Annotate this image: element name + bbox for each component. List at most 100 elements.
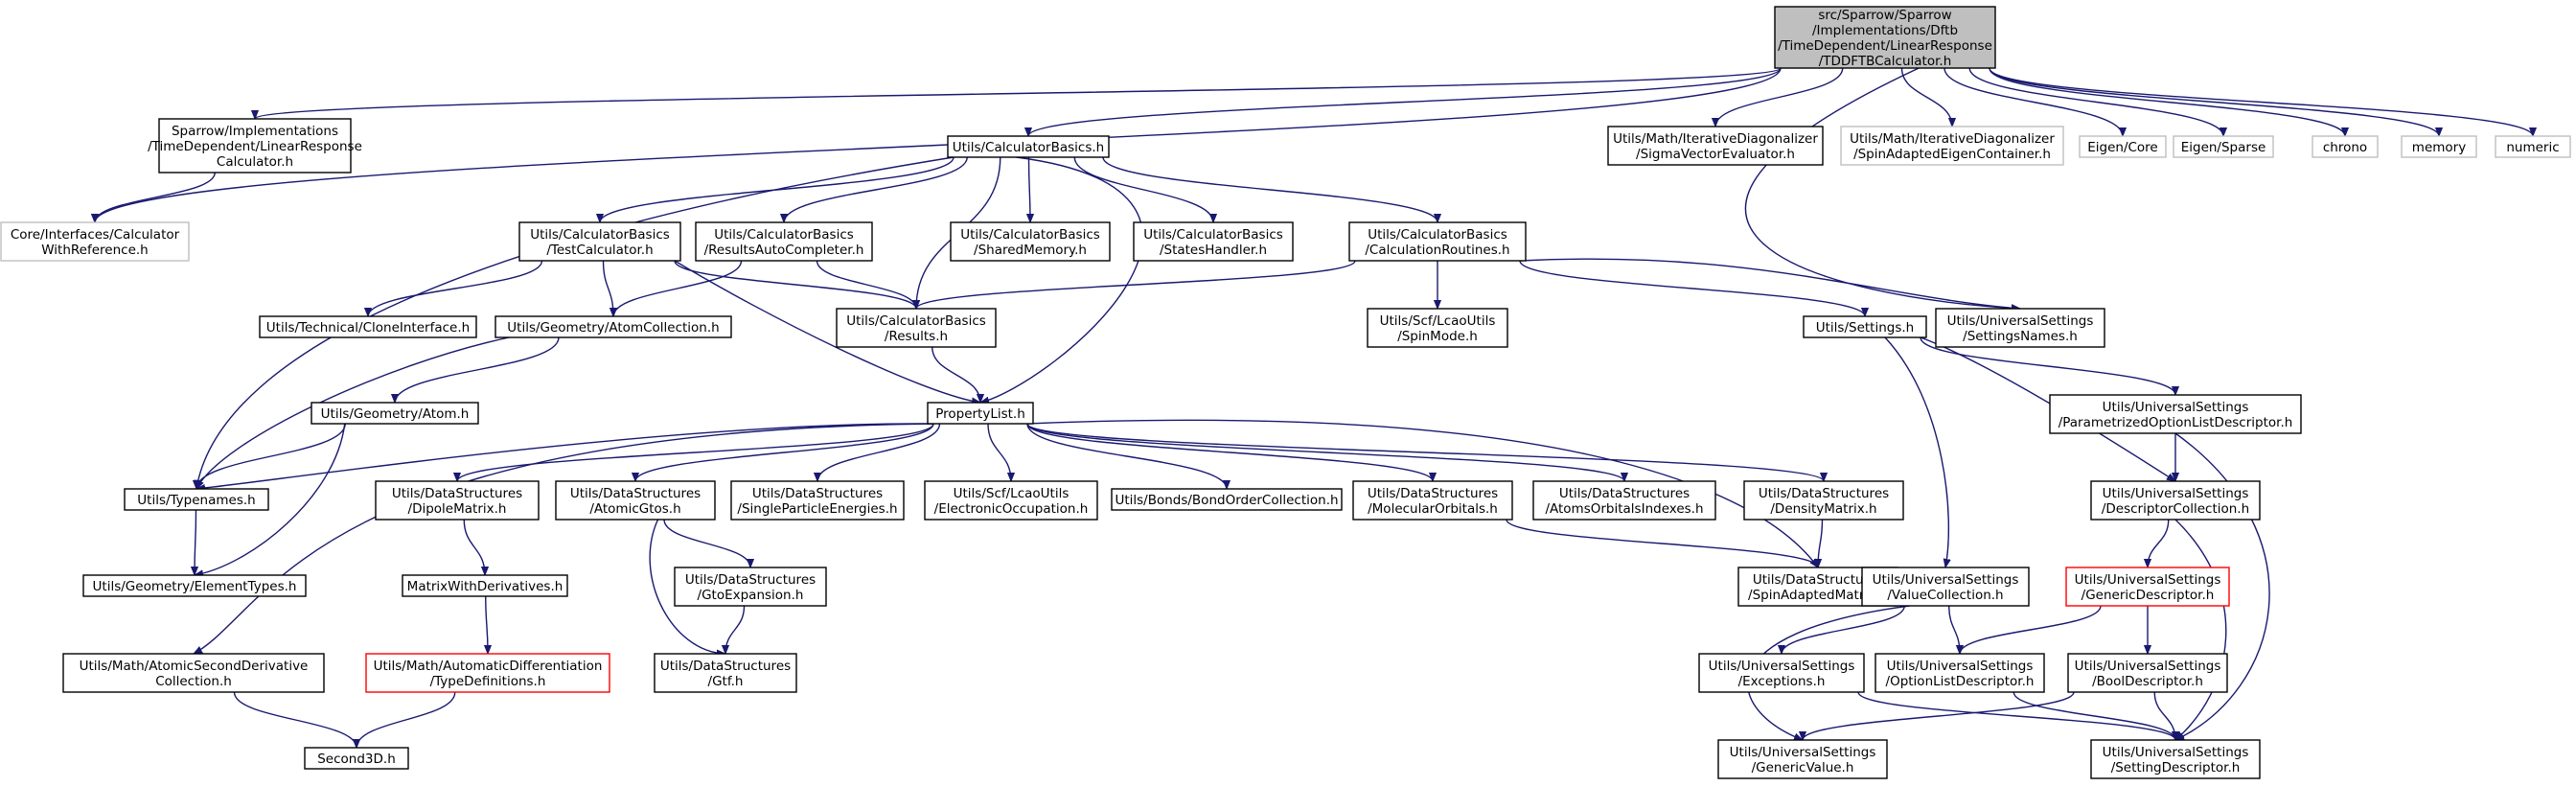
node-box xyxy=(1743,480,1904,521)
node-box xyxy=(2090,739,2261,779)
edge-calcroutines-to-settingsnames xyxy=(1519,258,2020,309)
edge-proplist-to-spinadaptedmat xyxy=(1026,419,1818,567)
node-molorb[interactable]: Utils/DataStructures/MolecularOrbitals.h xyxy=(1352,480,1513,521)
node-label-line: /DipoleMatrix.h xyxy=(408,501,507,517)
node-label-line: Utils/UniversalSettings xyxy=(2075,572,2221,588)
node-box xyxy=(2090,480,2261,521)
node-sigma[interactable]: Utils/Math/IterativeDiagonalizer/SigmaVe… xyxy=(1607,126,1824,166)
node-box xyxy=(555,480,716,521)
node-gtoexp[interactable]: Utils/DataStructures/GtoExpansion.h xyxy=(674,567,827,607)
node-box xyxy=(402,574,568,597)
node-label-line: Utils/CalculatorBasics.h xyxy=(953,140,1104,155)
node-spinadapted[interactable]: Utils/Math/IterativeDiagonalizer/SpinAda… xyxy=(1840,126,2064,166)
node-label-line: Utils/UniversalSettings xyxy=(1947,313,2094,329)
node-elementtypes[interactable]: Utils/Geometry/ElementTypes.h xyxy=(82,574,307,597)
node-lrcalc[interactable]: Sparrow/Implementations/TimeDependent/Li… xyxy=(148,118,362,174)
edge-proplist-to-singleparticle xyxy=(817,423,941,482)
node-settingdesc[interactable]: Utils/UniversalSettings/SettingDescripto… xyxy=(2090,739,2261,779)
node-label-line: /AtomsOrbitalsIndexes.h xyxy=(1545,501,1703,517)
edge-calcbasics-to-calcroutines xyxy=(1102,156,1438,223)
node-chrono[interactable]: chrono xyxy=(2312,135,2379,158)
node-booldesc[interactable]: Utils/UniversalSettings/BoolDescriptor.h xyxy=(2067,653,2228,693)
node-label-line: /SpinMode.h xyxy=(1397,329,1478,344)
node-memory[interactable]: memory xyxy=(2401,135,2477,158)
node-settingsnames[interactable]: Utils/UniversalSettings/SettingsNames.h xyxy=(1935,308,2105,348)
node-testcalc[interactable]: Utils/CalculatorBasics/TestCalculator.h xyxy=(518,221,681,262)
node-box xyxy=(2079,135,2167,158)
node-box xyxy=(1111,488,1343,511)
edge-root-to-chrono xyxy=(1989,67,2345,137)
node-box xyxy=(1352,480,1513,521)
node-label-line: WithReference.h xyxy=(41,243,148,258)
node-label-line: Utils/DataStructures xyxy=(1753,572,1883,588)
node-singleparticle[interactable]: Utils/DataStructures/SingleParticleEnerg… xyxy=(730,480,905,521)
node-label-line: /DescriptorCollection.h xyxy=(2102,501,2249,517)
node-settings[interactable]: Utils/Settings.h xyxy=(1803,315,1927,338)
node-box xyxy=(82,574,307,597)
node-box xyxy=(2401,135,2477,158)
node-autocompleter[interactable]: Utils/CalculatorBasics/ResultsAutoComple… xyxy=(695,221,873,262)
node-eigensparse[interactable]: Eigen/Sparse xyxy=(2173,135,2274,158)
node-optlistdesc[interactable]: Utils/UniversalSettings/OptionListDescri… xyxy=(1874,653,2045,693)
node-box xyxy=(494,315,732,338)
node-box xyxy=(836,308,997,348)
node-label-line: /ValueCollection.h xyxy=(1887,588,2003,603)
edge-proplist-to-typenames xyxy=(196,423,934,489)
node-genericdesc[interactable]: Utils/UniversalSettings/GenericDescripto… xyxy=(2065,567,2230,607)
node-atomicsecond[interactable]: Utils/Math/AtomicSecondDerivativeCollect… xyxy=(62,653,325,693)
node-gtf[interactable]: Utils/DataStructures/Gtf.h xyxy=(654,653,797,693)
node-label-line: Calculator.h xyxy=(217,154,293,170)
node-calcroutines[interactable]: Utils/CalculatorBasics/CalculationRoutin… xyxy=(1348,221,1527,262)
node-calcbasics[interactable]: Utils/CalculatorBasics.h xyxy=(947,135,1110,158)
node-label-line: /TypeDefinitions.h xyxy=(430,674,546,689)
node-atomicgtos[interactable]: Utils/DataStructures/AtomicGtos.h xyxy=(555,480,716,521)
node-eigencore[interactable]: Eigen/Core xyxy=(2079,135,2167,158)
edge-atomicsecond-to-second3d xyxy=(233,691,357,749)
node-results[interactable]: Utils/CalculatorBasics/Results.h xyxy=(836,308,997,348)
node-genericvalue[interactable]: Utils/UniversalSettings/GenericValue.h xyxy=(1717,739,1888,779)
node-sharedmem[interactable]: Utils/CalculatorBasics/SharedMemory.h xyxy=(950,221,1111,262)
edge-proplist-to-density xyxy=(1026,423,1824,482)
node-box xyxy=(518,221,681,262)
node-exceptions[interactable]: Utils/UniversalSettings/Exceptions.h xyxy=(1698,653,1865,693)
node-label-line: /ResultsAutoCompleter.h xyxy=(704,243,864,258)
node-typenames[interactable]: Utils/Typenames.h xyxy=(124,488,269,511)
node-atom[interactable]: Utils/Geometry/Atom.h xyxy=(310,402,479,425)
node-label-line: Utils/DataStructures xyxy=(1559,486,1690,501)
node-box xyxy=(2065,567,2230,607)
node-label-line: Eigen/Sparse xyxy=(2181,140,2266,155)
node-dipole[interactable]: Utils/DataStructures/DipoleMatrix.h xyxy=(375,480,540,521)
edge-optlistdesc-to-settingdesc xyxy=(2012,691,2175,741)
edge-root-to-lrcalc xyxy=(255,67,1782,120)
node-numeric[interactable]: numeric xyxy=(2495,135,2571,158)
node-bondorder[interactable]: Utils/Bonds/BondOrderCollection.h xyxy=(1111,488,1343,511)
edge-testcalc-to-proplist xyxy=(674,260,980,403)
node-atomsorb[interactable]: Utils/DataStructures/AtomsOrbitalsIndexe… xyxy=(1532,480,1716,521)
node-clone[interactable]: Utils/Technical/CloneInterface.h xyxy=(259,315,477,338)
node-second3d[interactable]: Second3D.h xyxy=(304,747,409,770)
node-stateshandler[interactable]: Utils/CalculatorBasics/StatesHandler.h xyxy=(1133,221,1294,262)
edge-root-to-sigma xyxy=(1715,67,1844,127)
node-label-line: Utils/Bonds/BondOrderCollection.h xyxy=(1115,493,1338,508)
node-paramoptlist[interactable]: Utils/UniversalSettings/ParametrizedOpti… xyxy=(2049,394,2302,434)
edge-root-to-spinadapted xyxy=(1900,67,1953,127)
node-label-line: src/Sparrow/Sparrow xyxy=(1818,8,1951,23)
edge-proplist-to-atomsorb xyxy=(1026,423,1624,482)
node-calcwithref[interactable]: Core/Interfaces/CalculatorWithReference.… xyxy=(0,221,190,262)
node-desccoll[interactable]: Utils/UniversalSettings/DescriptorCollec… xyxy=(2090,480,2261,521)
node-matrixderiv[interactable]: MatrixWithDerivatives.h xyxy=(402,574,568,597)
node-density[interactable]: Utils/DataStructures/DensityMatrix.h xyxy=(1743,480,1904,521)
node-typedefs[interactable]: Utils/Math/AutomaticDifferentiation/Type… xyxy=(365,653,610,693)
node-elecocc[interactable]: Utils/Scf/LcaoUtils/ElectronicOccupation… xyxy=(924,480,1098,521)
node-label-line: /SettingsNames.h xyxy=(1963,329,2078,344)
node-spinmode[interactable]: Utils/Scf/LcaoUtils/SpinMode.h xyxy=(1367,308,1508,348)
node-root[interactable]: src/Sparrow/Sparrow/Implementations/Dftb… xyxy=(1774,6,1996,69)
node-box xyxy=(0,221,190,262)
node-box xyxy=(158,118,352,174)
node-label-line: Second3D.h xyxy=(317,752,396,767)
node-valuecoll[interactable]: Utils/UniversalSettings/ValueCollection.… xyxy=(1861,567,2030,607)
node-atomcoll[interactable]: Utils/Geometry/AtomCollection.h xyxy=(494,315,732,338)
node-proplist[interactable]: PropertyList.h xyxy=(927,402,1034,425)
node-box xyxy=(924,480,1098,521)
node-box xyxy=(654,653,797,693)
